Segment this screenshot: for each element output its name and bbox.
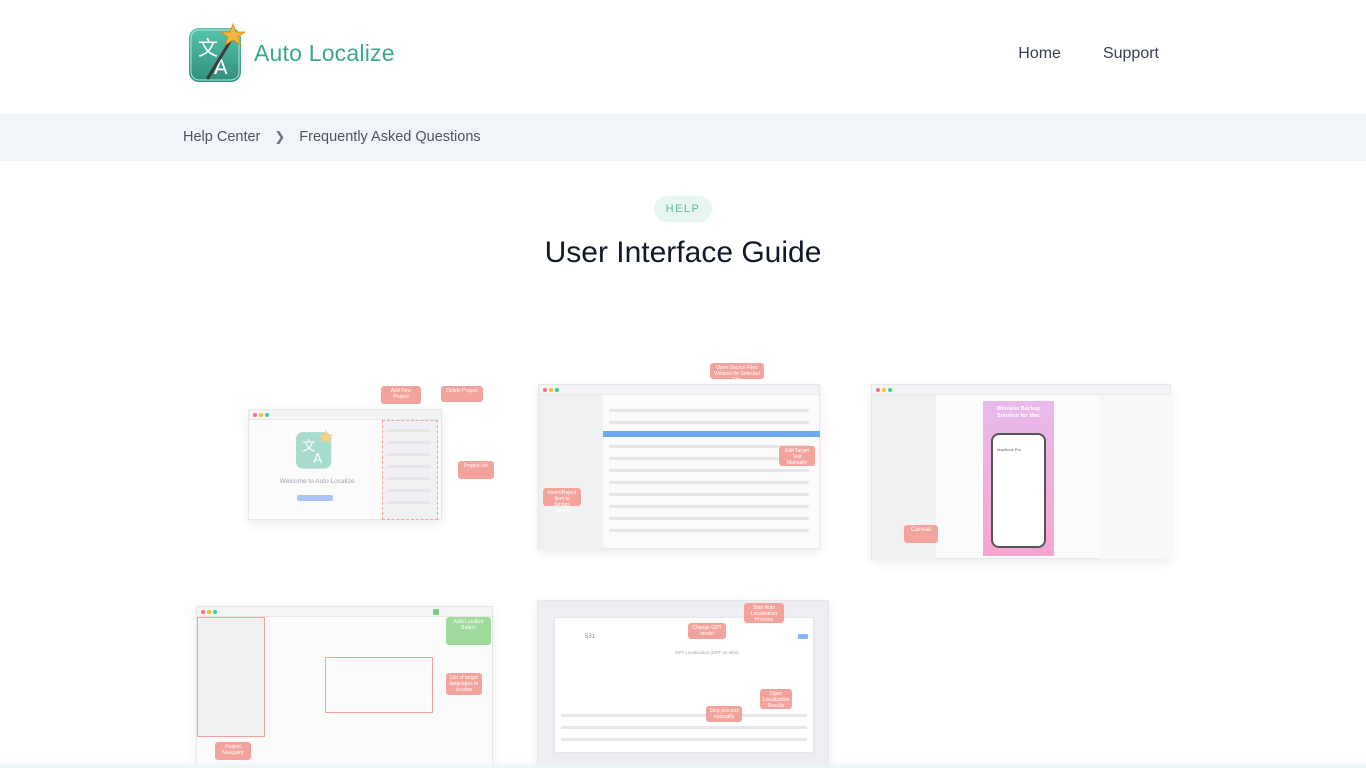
callout-add-project: Add New Project — [381, 386, 421, 404]
callout-canvas: Canvas — [904, 525, 938, 543]
create-project-button[interactable] — [297, 495, 333, 501]
phone-mockup: MacBook Pro — [991, 433, 1046, 548]
callout-delete-project: Delete Project — [441, 386, 483, 402]
callout-change-gpt-model: Change GPT model — [688, 623, 726, 639]
breadcrumb-help-center[interactable]: Help Center — [183, 129, 261, 145]
translate-wand-icon: 文 A — [188, 22, 247, 84]
main-nav: Home Support — [1018, 45, 1159, 63]
callout-project-list: Project List — [458, 461, 494, 479]
site-header: 文 A Auto Localize Home Support — [0, 0, 1366, 114]
welcome-text: Welcome to Auto Localize — [279, 478, 355, 485]
brand-logo-link[interactable]: 文 A Auto Localize — [188, 22, 395, 84]
help-badge: HELP — [654, 196, 712, 222]
app-icon: 文 A — [296, 429, 334, 469]
callout-open-results: Open Localization Results Sheet — [760, 689, 792, 715]
bottom-fade — [0, 760, 1366, 768]
page-title: User Interface Guide — [544, 236, 822, 269]
screenshot-gpt-localization[interactable]: 531 GPT Localization (GPT-4o Mini) — [537, 600, 829, 768]
svg-text:A: A — [313, 451, 323, 467]
callout-target-languages: List of target languages to localize — [446, 673, 482, 695]
project-navigator — [197, 617, 265, 737]
svg-text:文: 文 — [198, 36, 218, 60]
svg-text:文: 文 — [302, 438, 316, 454]
canvas-area[interactable]: Wireless Backup Solution for Mac MacBook… — [983, 401, 1054, 556]
callout-auto-localize: Auto Localize Button — [446, 617, 491, 645]
project-list — [382, 420, 438, 520]
localization-count: 531 — [585, 634, 596, 640]
callout-project-navigator: Project Navigator — [215, 742, 251, 760]
callout-insert-reject-item: Insert/Reject Item to Strings Catalog — [543, 488, 581, 514]
callout-stop-process: Stop process manually — [706, 706, 742, 722]
callout-start-process: Start Auto Localization Process — [744, 603, 784, 623]
start-button[interactable] — [798, 634, 808, 639]
auto-localize-button[interactable] — [433, 609, 439, 615]
device-label: MacBook Pro — [997, 447, 1022, 452]
screenshot-table-view[interactable] — [538, 384, 820, 549]
nav-support-link[interactable]: Support — [1102, 45, 1159, 62]
gpt-sheet: 531 GPT Localization (GPT-4o Mini) — [554, 617, 814, 753]
chevron-right-icon: ❯ — [274, 129, 286, 144]
callout-open-source-files: Open Source Files Window for Selected Fi… — [710, 363, 764, 383]
nav-home-link[interactable]: Home — [1018, 45, 1061, 62]
canvas-banner: Wireless Backup Solution for Mac — [996, 406, 1041, 420]
breadcrumb-bar: Help Center ❯ Frequently Asked Questions — [0, 114, 1366, 161]
target-language-list — [325, 657, 433, 713]
gpt-title: GPT Localization (GPT-4o Mini) — [675, 650, 739, 655]
selected-row[interactable] — [603, 431, 820, 437]
screenshot-welcome-window[interactable]: 文 A Welcome to Auto Localize — [248, 409, 442, 520]
breadcrumb-faq[interactable]: Frequently Asked Questions — [299, 129, 481, 145]
brand-name: Auto Localize — [254, 39, 395, 66]
breadcrumb: Help Center ❯ Frequently Asked Questions — [183, 129, 481, 145]
screenshot-canvas[interactable]: Wireless Backup Solution for Mac MacBook… — [871, 384, 1171, 559]
callout-edit-target-text: Edit Target Text Manually — [779, 446, 815, 466]
